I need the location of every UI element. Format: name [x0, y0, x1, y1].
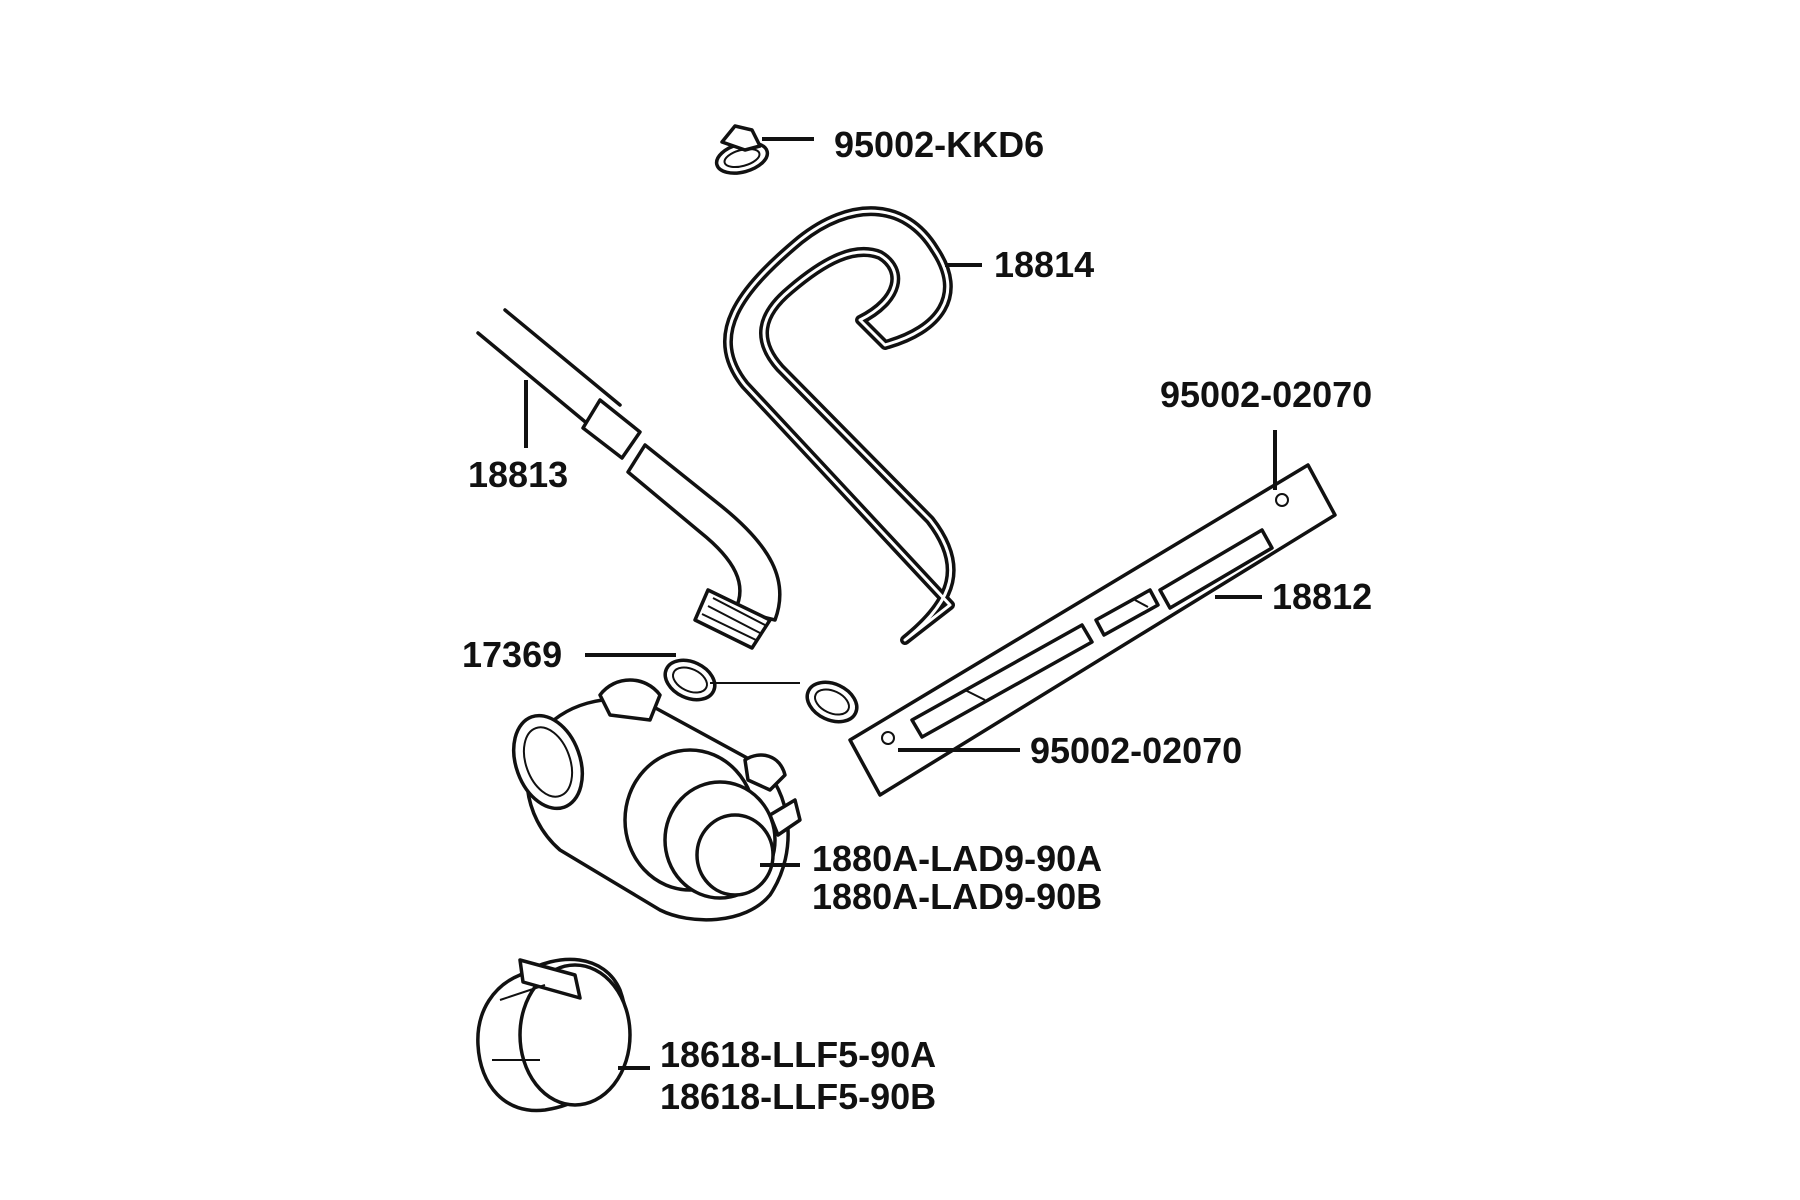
label-cover-line2: 18618-LLF5-90B [660, 1076, 937, 1117]
label-cover-line1: 18618-LLF5-90A [660, 1034, 937, 1075]
hose-left-drawing [476, 308, 782, 650]
label-clip-top: 95002-KKD6 [834, 124, 1045, 165]
label-clamp-pair: 17369 [462, 634, 563, 675]
clamp-pair-drawing [585, 653, 859, 724]
label-clip-lower-right: 95002-02070 [1030, 730, 1243, 771]
label-hose-left: 18813 [468, 454, 569, 495]
hose-curved-drawing [723, 206, 982, 645]
label-hose-curved: 18814 [994, 244, 1095, 285]
tube-assembly-drawing [848, 430, 1337, 797]
label-tube-assembly: 18812 [1272, 576, 1373, 617]
label-valve-line2: 1880A-LAD9-90B [812, 876, 1103, 917]
clip-top-drawing [714, 124, 814, 175]
cover-drawing [476, 957, 650, 1113]
label-valve-line1: 1880A-LAD9-90A [812, 838, 1103, 879]
label-clip-upper-right: 95002-02070 [1160, 374, 1373, 415]
valve-body-drawing [511, 678, 802, 922]
